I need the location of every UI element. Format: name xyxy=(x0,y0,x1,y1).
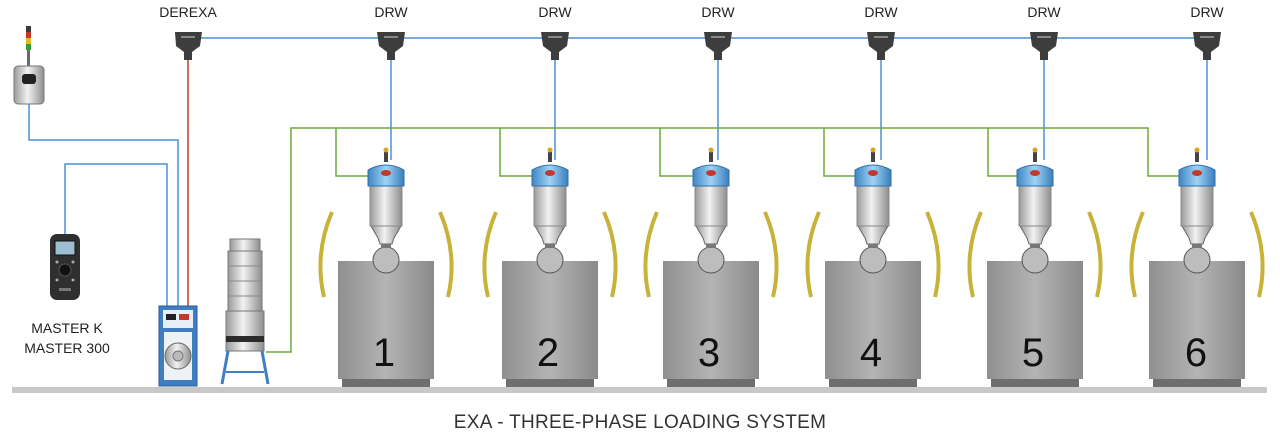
drw-valve-2 xyxy=(541,32,569,60)
vacuum-pump-unit xyxy=(220,238,270,385)
machine-unit-1 xyxy=(318,147,454,387)
drw-valve-3 xyxy=(704,32,732,60)
machine-unit-5 xyxy=(967,147,1103,387)
drw-valve-4 xyxy=(867,32,895,60)
drw-valve-1 xyxy=(377,32,405,60)
derexa-valve xyxy=(175,32,202,60)
drw-valve-5 xyxy=(1030,32,1058,60)
control-cabinet xyxy=(158,305,198,387)
machine-number-6: 6 xyxy=(1185,331,1207,375)
machine-number-3: 3 xyxy=(698,331,720,375)
beacon-control-box xyxy=(13,26,45,105)
machine-number-5: 5 xyxy=(1022,331,1044,375)
derexa-label: DEREXA xyxy=(159,4,217,20)
drw-label-4: DRW xyxy=(864,4,898,20)
machine-unit-2 xyxy=(482,147,618,387)
material-lines xyxy=(266,127,1188,353)
machine-number-4: 4 xyxy=(860,331,882,375)
machine-number-2: 2 xyxy=(537,331,559,375)
drw-label-6: DRW xyxy=(1190,4,1224,20)
controller-label-line-1: MASTER K xyxy=(31,320,103,336)
diagram-title: EXA - THREE-PHASE LOADING SYSTEM xyxy=(454,412,826,433)
drw-label-3: DRW xyxy=(701,4,735,20)
drw-label-5: DRW xyxy=(1027,4,1061,20)
machine-unit-3 xyxy=(643,147,779,387)
drw-label-1: DRW xyxy=(374,4,408,20)
handheld-controller xyxy=(50,234,80,300)
drw-valve-6 xyxy=(1193,32,1221,60)
drw-label-2: DRW xyxy=(538,4,572,20)
floor xyxy=(12,387,1267,393)
machine-unit-4 xyxy=(805,147,941,387)
controller-label-line-2: MASTER 300 xyxy=(24,340,110,356)
machine-unit-6 xyxy=(1129,147,1265,387)
machine-number-1: 1 xyxy=(373,331,395,375)
